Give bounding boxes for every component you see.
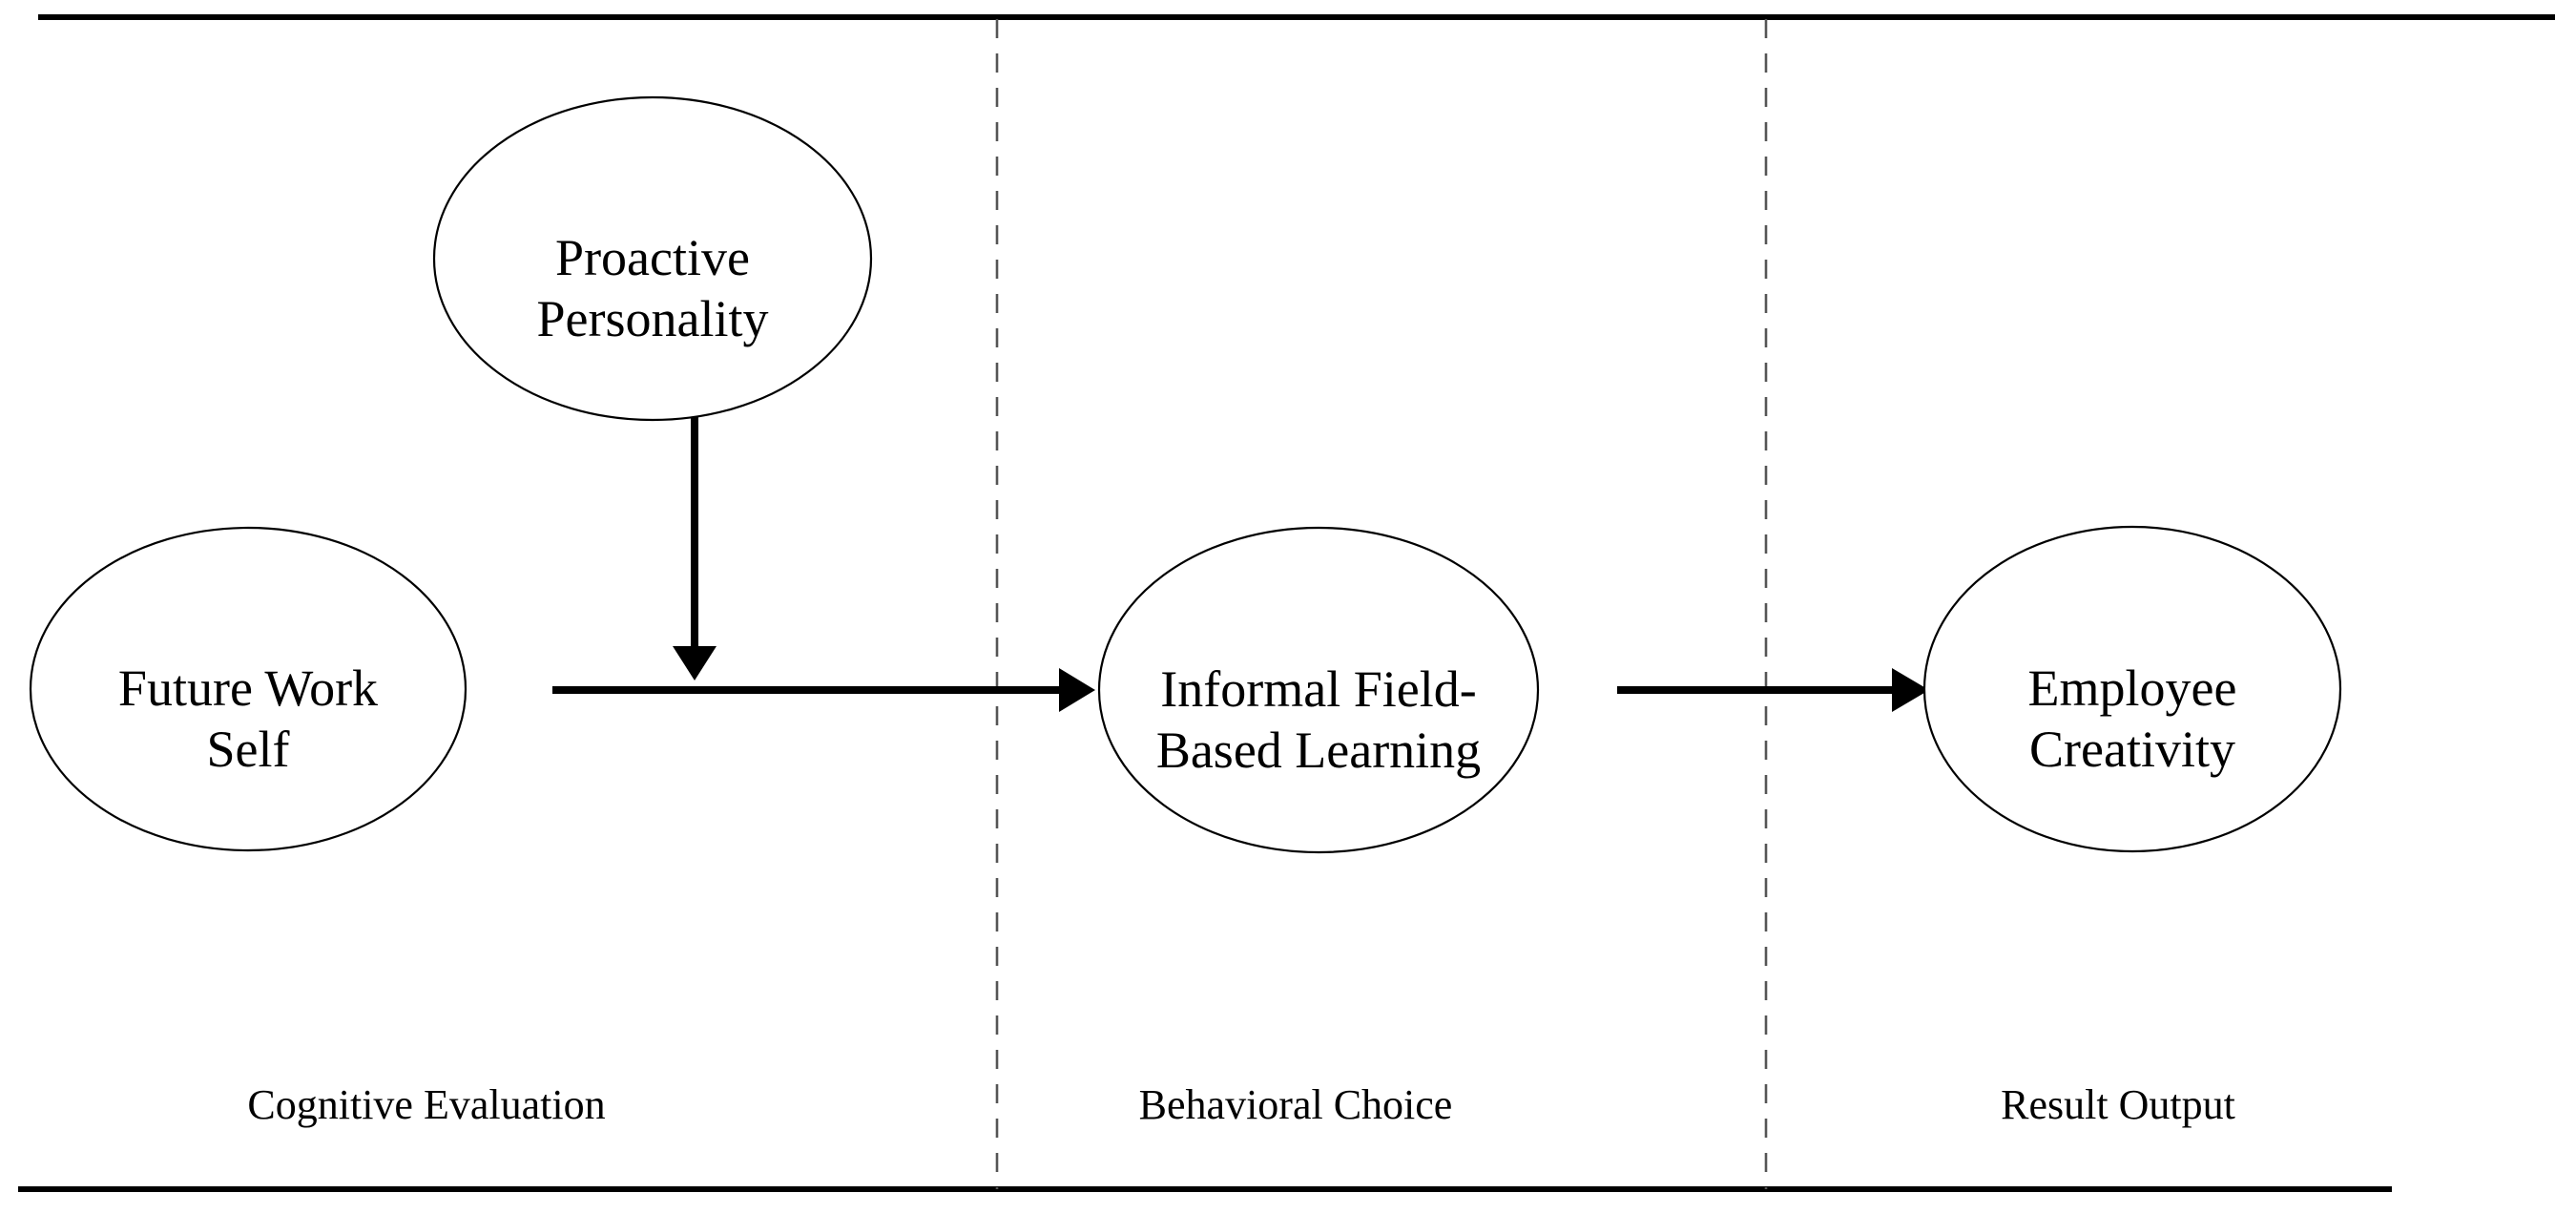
arrow-learning-to-creativity (1617, 668, 1929, 712)
node-label-line1: Proactive (555, 229, 750, 286)
stage-label-result-output: Result Output (2001, 1081, 2235, 1128)
node-label-line1: Employee (2028, 659, 2237, 717)
node-label-line2: Personality (537, 290, 769, 347)
arrow-head (1892, 668, 1929, 712)
node-ellipse (1097, 526, 1540, 854)
arrow-proactive-to-path (673, 417, 717, 680)
node-proactive-personality[interactable]: Proactive Personality (432, 95, 873, 422)
arrow-fws-to-learning (552, 668, 1095, 712)
node-label-line2: Based Learning (1156, 722, 1481, 779)
node-label-line2: Self (207, 721, 290, 778)
arrow-head (1059, 668, 1095, 712)
node-label-line2: Creativity (2029, 721, 2235, 778)
node-ellipse (29, 526, 467, 852)
stage-label-cognitive-evaluation: Cognitive Evaluation (247, 1081, 605, 1128)
stage-label-behavioral-choice: Behavioral Choice (1139, 1081, 1453, 1128)
node-informal-field-based-learning[interactable]: Informal Field- Based Learning (1097, 526, 1540, 854)
node-label-line1: Informal Field- (1160, 660, 1476, 718)
node-ellipse (1922, 525, 2342, 853)
node-future-work-self[interactable]: Future Work Self (29, 526, 467, 852)
node-employee-creativity[interactable]: Employee Creativity (1922, 525, 2342, 853)
node-label-line1: Future Work (118, 659, 378, 717)
node-ellipse (432, 95, 873, 422)
arrow-head (673, 646, 717, 680)
